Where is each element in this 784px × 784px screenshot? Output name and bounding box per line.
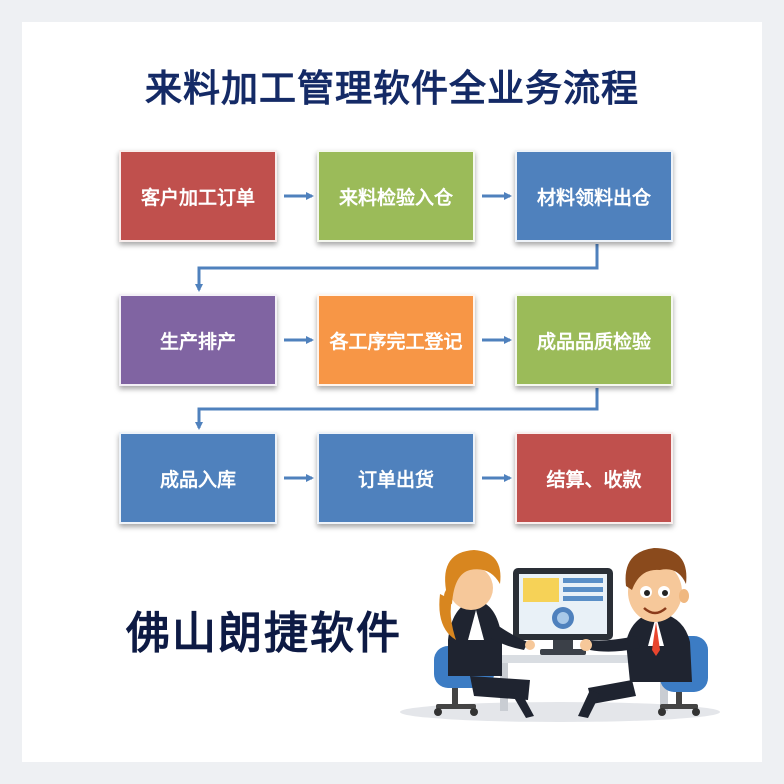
step-box-2: 来料检验入仓 [317,150,475,242]
step-label-7: 成品入库 [159,468,236,491]
step-box-1: 客户加工订单 [119,150,277,242]
step-box-4: 生产排产 [119,294,277,386]
step-box-8: 订单出货 [317,432,475,524]
step-label-3: 材料领料出仓 [536,186,651,209]
step-label-5: 各工序完工登记 [329,330,463,353]
step-label-2: 来料检验入仓 [338,186,453,209]
step-box-5: 各工序完工登记 [317,294,475,386]
brand-name: 佛山朗捷软件 [126,608,402,659]
step-box-3: 材料领料出仓 [515,150,673,242]
diagram-title: 来料加工管理软件全业务流程 [145,67,639,110]
step-label-1: 客户加工订单 [140,186,255,209]
step-label-8: 订单出货 [357,468,434,491]
arrow-3-4 [195,244,599,292]
step-box-6: 成品品质检验 [515,294,673,386]
step-label-6: 成品品质检验 [536,330,651,353]
arrow-6-7 [195,388,599,430]
step-box-9: 结算、收款 [515,432,673,524]
step-box-7: 成品入库 [119,432,277,524]
step-label-4: 生产排产 [159,330,236,353]
step-label-9: 结算、收款 [546,468,642,491]
